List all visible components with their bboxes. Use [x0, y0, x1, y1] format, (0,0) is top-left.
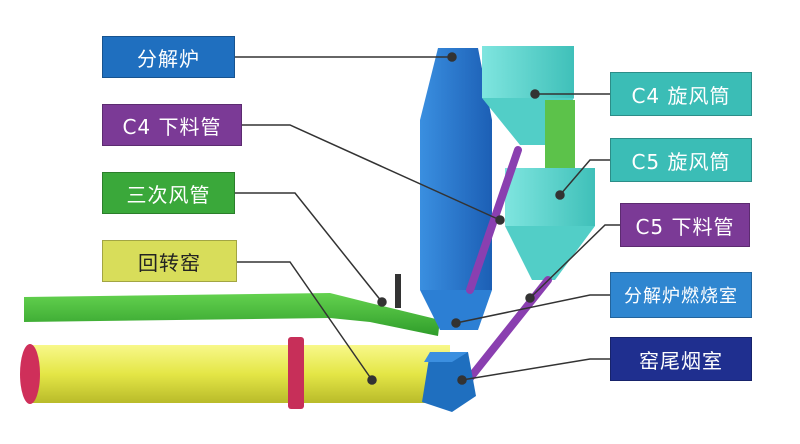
label-tertiary-air-duct: 三次风管 — [102, 172, 235, 214]
label-decomposition-furnace: 分解炉 — [102, 36, 235, 78]
c4-feed-pipe-shape — [466, 146, 522, 294]
rotary-kiln-shape — [20, 337, 450, 409]
label-rotary-kiln: 回转窑 — [102, 240, 237, 282]
tertiary-air-duct-shape — [24, 274, 440, 336]
c4-cyclone-shape — [482, 46, 575, 172]
leader-lines — [235, 52, 620, 385]
c5-cyclone-shape — [505, 168, 595, 280]
label-combustion-chamber: 分解炉燃烧室 — [610, 272, 752, 318]
smoke-chamber-shape — [422, 352, 476, 412]
label-c4-cyclone: C4 旋风筒 — [610, 72, 752, 116]
c5-feed-pipe-shape — [466, 276, 552, 382]
label-c5-feed-pipe: C5 下料管 — [620, 203, 750, 247]
label-c5-cyclone: C5 旋风筒 — [610, 138, 752, 182]
label-smoke-chamber: 窑尾烟室 — [610, 337, 752, 381]
label-c4-feed-pipe: C4 下料管 — [102, 104, 242, 146]
